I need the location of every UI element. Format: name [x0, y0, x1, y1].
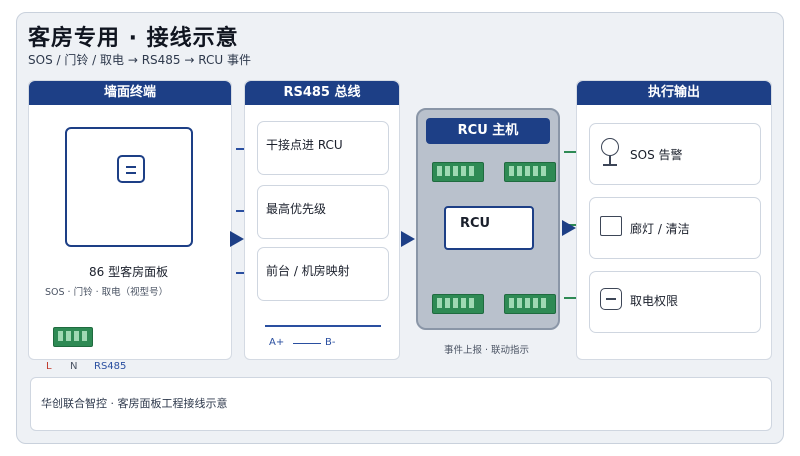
- bus-item-card: 最高优先级: [257, 185, 389, 239]
- output-panel: 执行输出 SOS 告警 廊灯 / 清洁 取电权限: [576, 80, 772, 360]
- terminal-connector: [53, 327, 93, 347]
- rs485-bus-panel: RS485 总线 干接点进 RCU 最高优先级 前台 / 机房映射 A+ B-: [244, 80, 400, 360]
- bus-item-card: 干接点进 RCU: [257, 121, 389, 175]
- bus-tick-3: [236, 272, 246, 274]
- output-item-card: SOS 告警: [589, 123, 761, 185]
- terminal-label-l: L: [46, 361, 52, 372]
- rcu-connector: [504, 162, 556, 182]
- arrow-bus-to-rcu: [401, 231, 415, 247]
- rcu-host-heading: RCU 主机: [426, 118, 550, 144]
- switch-button-icon: [117, 155, 145, 183]
- arrow-rcu-to-output: [562, 220, 576, 236]
- device-caption: SOS · 门铃 · 取电（视型号）: [45, 287, 169, 298]
- device-name: 86 型客房面板: [89, 265, 169, 279]
- bus-label-dash: [293, 343, 321, 344]
- output-item-label: SOS 告警: [630, 148, 683, 162]
- page-subtitle: SOS / 门铃 / 取电 → RS485 → RCU 事件: [28, 53, 251, 67]
- wall-terminal-panel: 墙面终端 86 型客房面板 SOS · 门铃 · 取电（视型号）: [28, 80, 232, 360]
- rcu-core-box: RCU: [444, 206, 534, 250]
- output-item-label: 取电权限: [630, 294, 679, 308]
- rcu-caption: 事件上报 · 联动指示: [444, 345, 530, 356]
- footer-text: 华创联合智控 · 客房面板工程接线示意: [41, 397, 228, 410]
- bus-line: [265, 325, 381, 327]
- terminal-label-n: N: [70, 361, 78, 372]
- output-item-card: 取电权限: [589, 271, 761, 333]
- power-card-icon: [600, 288, 622, 310]
- bus-tick-1: [236, 148, 246, 150]
- footer-box: 华创联合智控 · 客房面板工程接线示意: [30, 377, 772, 431]
- bus-tick-2: [236, 210, 246, 212]
- rcu-host-panel: RCU 主机 RCU: [416, 108, 560, 330]
- wall-terminal-heading: 墙面终端: [29, 81, 231, 105]
- rcu-core-label: RCU: [460, 216, 491, 231]
- light-square-icon: [600, 216, 622, 236]
- arrow-wall-to-bus: [230, 231, 244, 247]
- bus-item-label: 干接点进 RCU: [266, 138, 343, 152]
- bus-item-label: 最高优先级: [266, 202, 327, 216]
- bus-label-a: A+: [269, 337, 285, 348]
- rs485-bus-heading: RS485 总线: [245, 81, 399, 105]
- bus-label-b: B-: [325, 337, 336, 348]
- rcu-connector: [504, 294, 556, 314]
- alarm-bell-icon: [600, 138, 620, 170]
- output-item-card: 廊灯 / 清洁: [589, 197, 761, 259]
- switch-panel-drawing: [65, 127, 193, 247]
- rcu-connector: [432, 294, 484, 314]
- page-title: 客房专用 · 接线示意: [28, 26, 239, 51]
- output-item-label: 廊灯 / 清洁: [630, 222, 690, 236]
- bus-item-label: 前台 / 机房映射: [266, 264, 350, 278]
- terminal-label-rs485: RS485: [94, 361, 127, 372]
- bus-item-card: 前台 / 机房映射: [257, 247, 389, 301]
- rcu-connector: [432, 162, 484, 182]
- output-heading: 执行输出: [577, 81, 771, 105]
